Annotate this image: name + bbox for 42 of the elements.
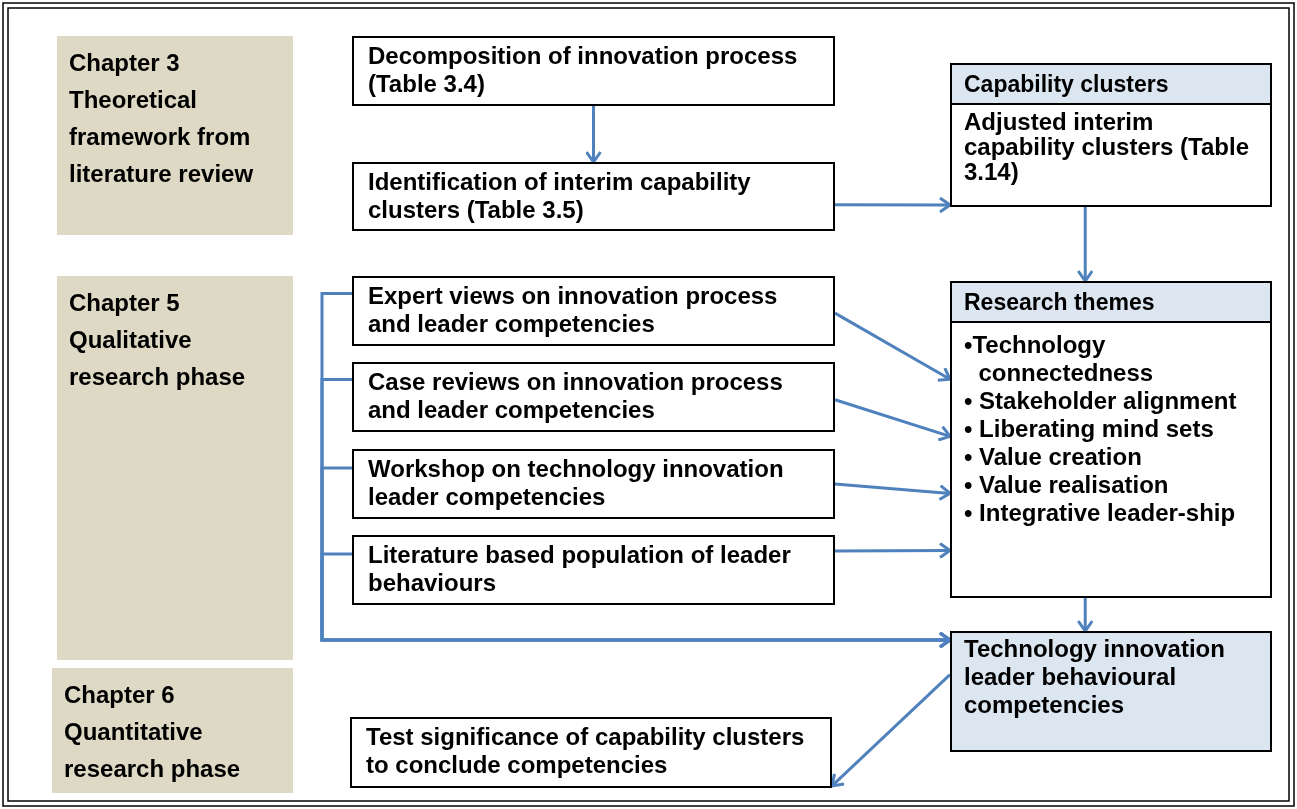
theme-item: • Liberating mind sets xyxy=(964,415,1215,443)
box-label: Case reviews on innovation process and leader competencies xyxy=(368,368,784,424)
theme-item: • Stakeholder alignment xyxy=(964,387,1238,415)
arrow xyxy=(834,398,952,442)
card-header: Research themes xyxy=(952,283,1270,323)
process-box xyxy=(352,362,835,432)
process-box xyxy=(352,535,835,605)
arrow xyxy=(1076,207,1094,283)
box-label: Technology innovation leader behavioural competencies xyxy=(964,635,1226,719)
theme-item: • Value creation xyxy=(964,443,1143,471)
card-text: Adjusted interim capability clusters (Table 3.14) xyxy=(963,107,1250,187)
box-label: Identification of interim capability clusters (Table 3.5) xyxy=(368,168,752,224)
theme-item: • Value realisation xyxy=(964,471,1170,499)
cluster-card xyxy=(950,63,1272,207)
process-box xyxy=(352,162,835,231)
outcome-box xyxy=(950,631,1272,752)
chapter-label: Chapter 5 Qualitative research phase xyxy=(69,288,247,392)
arrow xyxy=(835,196,952,214)
arrow xyxy=(834,482,952,502)
arrow xyxy=(320,552,952,649)
box-label: Decomposition of innovation process (Table 3.4) xyxy=(368,42,799,98)
arrow xyxy=(585,106,602,164)
process-box xyxy=(352,36,835,106)
themes-card xyxy=(950,281,1272,598)
card-header: Capability clusters xyxy=(952,65,1270,105)
theme-item: •Technology connectedness xyxy=(964,331,1155,387)
process-box xyxy=(352,276,835,346)
process-box xyxy=(350,717,832,788)
box-label: Workshop on technology innovation leader competencies xyxy=(368,455,785,511)
chapter-band xyxy=(57,36,293,235)
chapter-band xyxy=(57,276,293,660)
arrow xyxy=(835,542,952,559)
arrow xyxy=(1076,598,1094,633)
arrow xyxy=(834,311,952,382)
theme-item: • Integrative leader-ship xyxy=(964,499,1237,527)
chapter-band xyxy=(52,668,293,793)
chapter-label: Chapter 3 Theoretical framework from literature review xyxy=(69,48,255,189)
box-label: Expert views on innovation process and leader competencies xyxy=(368,282,779,338)
process-box xyxy=(352,449,835,519)
box-label: Literature based population of leader behaviours xyxy=(368,541,792,597)
chapter-label: Chapter 6 Quantitative research phase xyxy=(64,680,242,784)
box-label: Test significance of capability clusters to conclude competencies xyxy=(366,723,806,779)
